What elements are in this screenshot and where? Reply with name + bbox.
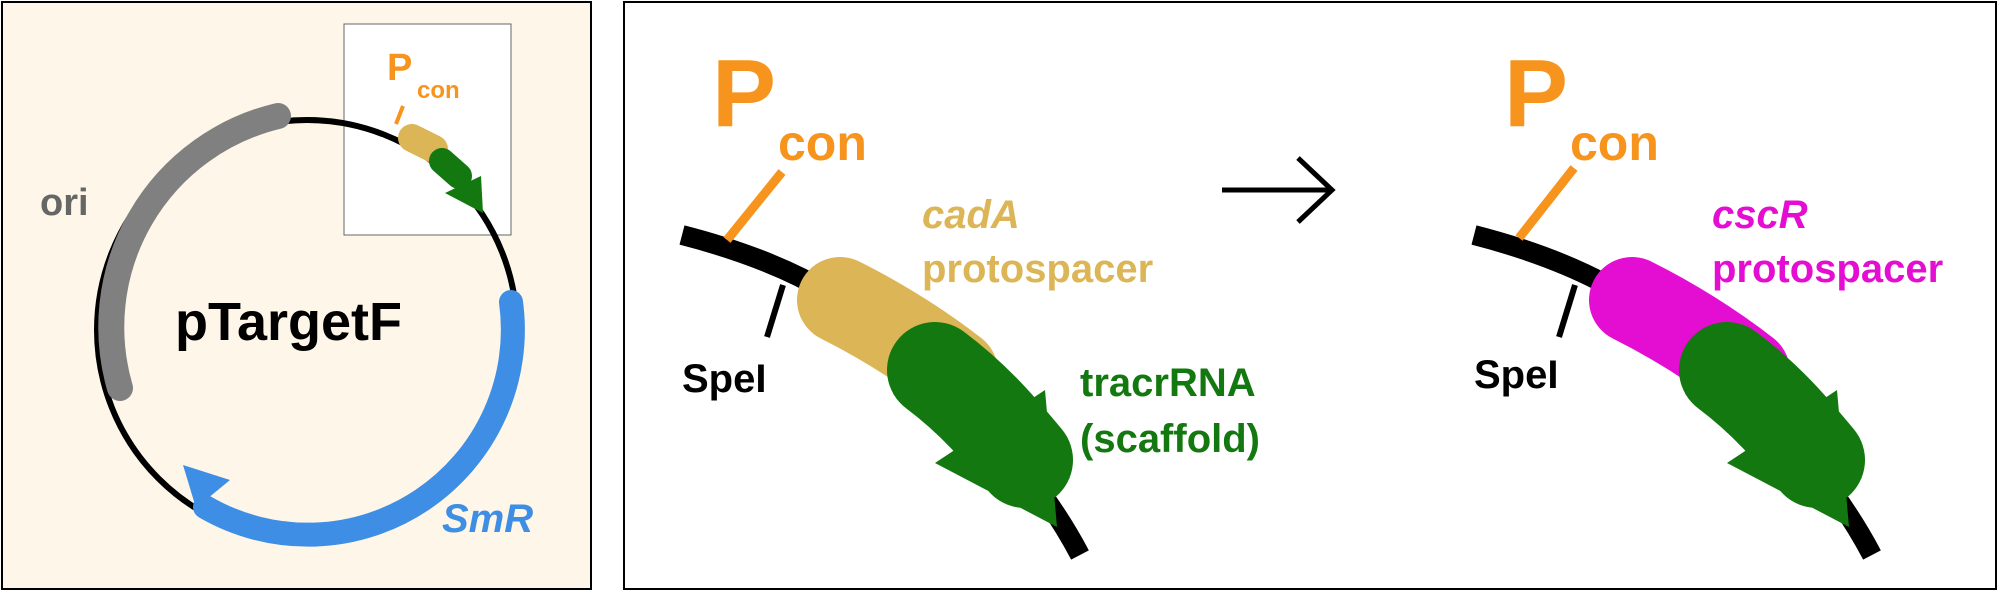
after-site-label: SpeI (1474, 353, 1558, 397)
before-promoter-label: P (712, 40, 776, 147)
before-tracr-arrowhead (935, 390, 1057, 527)
after-spacer-word: protospacer (1712, 247, 1943, 291)
plasmid-name: pTargetF (175, 292, 402, 352)
plasmid-promoter-subscript: con (417, 77, 460, 104)
before-promoter-tick (723, 169, 786, 243)
after-promoter-tick (1515, 165, 1578, 241)
after-promoter-label: P (1504, 40, 1568, 147)
plasmid-panel: P con ori pTargetF SmR (1, 1, 592, 590)
after-tracr-arrowhead (1727, 390, 1849, 527)
smr-arrowhead (183, 465, 230, 508)
plasmid-promoter-label: P (387, 47, 412, 89)
before-construct: P con SpeI cadA protospacer tracrRNA (sc… (679, 40, 1260, 560)
ori-label: ori (40, 182, 89, 224)
after-construct: P con SpeI cscR protospacer (1471, 40, 1943, 560)
before-site-label: SpeI (682, 357, 766, 401)
plasmid-tracr-arrowhead (445, 176, 483, 213)
smr-label: SmR (442, 497, 533, 541)
ori-segment (98, 103, 291, 401)
scaffold-label-line2: (scaffold) (1080, 417, 1260, 461)
plasmid-spacer-segment (398, 124, 448, 163)
after-site-tick (1556, 284, 1578, 338)
plasmid-promoter-tick (394, 105, 405, 125)
before-spacer-word: protospacer (922, 247, 1153, 291)
after-spacer-name: cscR (1712, 193, 1808, 237)
before-site-tick (764, 284, 786, 338)
before-spacer-name: cadA (922, 193, 1020, 237)
after-promoter-subscript: con (1570, 115, 1659, 171)
plasmid-tracr-body (429, 148, 472, 189)
smr-segment (193, 290, 525, 547)
right-arrow-icon (1222, 156, 1336, 224)
before-promoter-subscript: con (778, 115, 867, 171)
scaffold-label-line1: tracrRNA (1080, 361, 1256, 405)
